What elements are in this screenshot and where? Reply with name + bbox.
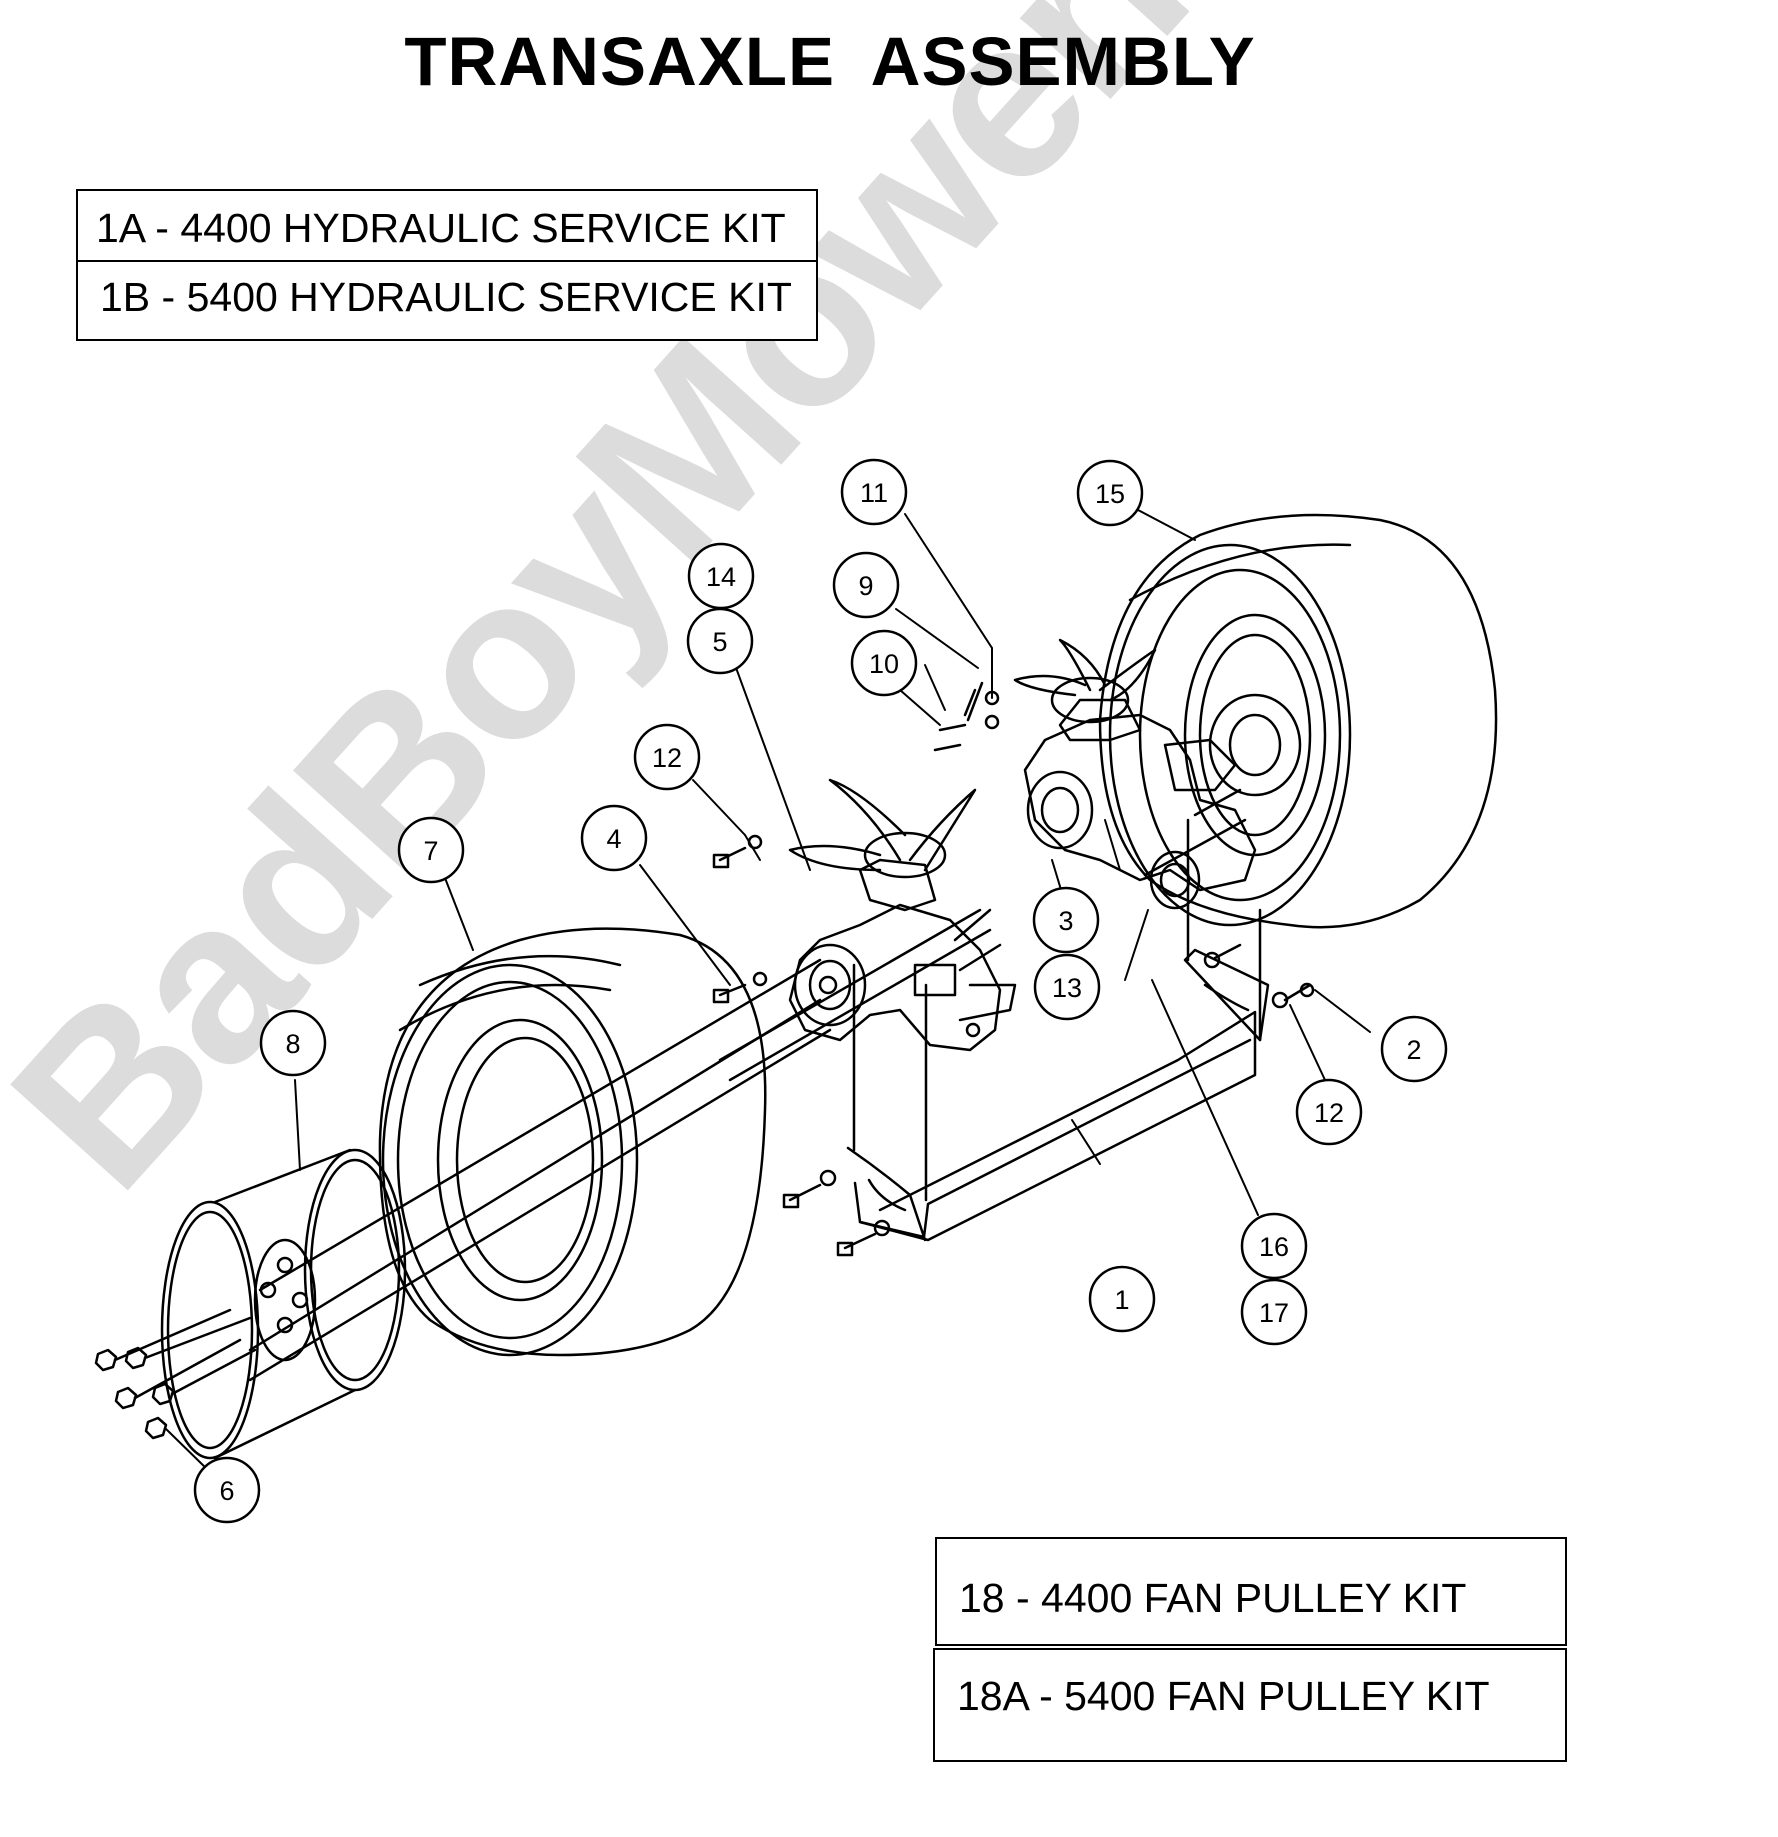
callout-5: 5 (686, 607, 754, 675)
callout-1: 1 (1088, 1265, 1156, 1333)
callout-12-left: 12 (633, 723, 701, 791)
callout-number: 13 (1052, 973, 1082, 1003)
callout-12-right: 12 (1295, 1078, 1363, 1146)
left-rim (160, 1148, 407, 1460)
callout-number: 6 (219, 1476, 234, 1506)
right-tire (1098, 513, 1498, 929)
callout-2: 2 (1380, 1015, 1448, 1083)
callout-number: 8 (285, 1029, 300, 1059)
bolts-and-washers (712, 834, 1315, 1257)
callout-number: 16 (1259, 1232, 1289, 1262)
left-transaxle (788, 778, 1017, 1052)
right-transaxle (1013, 638, 1302, 910)
callout-number: 17 (1259, 1298, 1289, 1328)
callout-16: 16 (1240, 1212, 1308, 1280)
kit-row-1a: 1A - 4400 HYDRAULIC SERVICE KIT (78, 191, 816, 262)
hydraulic-kit-table: 1A - 4400 HYDRAULIC SERVICE KIT 1B - 540… (76, 189, 818, 341)
callout-4: 4 (580, 804, 648, 872)
axle-shafts (248, 908, 992, 1382)
callout-number: 10 (869, 649, 899, 679)
callout-number: 9 (858, 571, 873, 601)
callout-number: 12 (1314, 1098, 1344, 1128)
lug-nuts (94, 1308, 257, 1440)
callout-number: 15 (1095, 479, 1125, 509)
kit-row-18a: 18A - 5400 FAN PULLEY KIT (935, 1673, 1565, 1720)
fan-pulley-kit-18a: 18A - 5400 FAN PULLEY KIT (933, 1648, 1567, 1762)
callout-10: 10 (850, 629, 918, 697)
kit-label: 18A - 5400 FAN PULLEY KIT (957, 1673, 1490, 1719)
kit-label: 1B - 5400 HYDRAULIC SERVICE KIT (100, 274, 792, 320)
linkage-rods (933, 681, 1000, 752)
kit-label: 1A - 4400 HYDRAULIC SERVICE KIT (96, 205, 786, 251)
left-tire (378, 927, 767, 1357)
kit-label: 18 - 4400 FAN PULLEY KIT (959, 1575, 1467, 1621)
axle-frame (846, 818, 1270, 1242)
callout-9: 9 (832, 551, 900, 619)
leader-lines (164, 509, 1371, 1473)
fan-pulley-kit-18: 18 - 4400 FAN PULLEY KIT (935, 1537, 1567, 1646)
callout-17: 17 (1240, 1278, 1308, 1346)
callout-number: 4 (606, 824, 621, 854)
callout-3: 3 (1032, 886, 1100, 954)
kit-row-18: 18 - 4400 FAN PULLEY KIT (937, 1575, 1565, 1622)
kit-row-1b: 1B - 5400 HYDRAULIC SERVICE KIT (78, 262, 816, 341)
page-title: TRANSAXLE ASSEMBLY (404, 23, 1256, 100)
callout-7: 7 (397, 816, 465, 884)
callout-6: 6 (193, 1456, 261, 1524)
callout-14: 14 (687, 542, 755, 610)
callout-13: 13 (1033, 953, 1101, 1021)
callout-number: 12 (652, 743, 682, 773)
callout-8: 8 (259, 1009, 327, 1077)
callout-number: 2 (1406, 1035, 1421, 1065)
callout-number: 14 (706, 562, 736, 592)
callout-15: 15 (1076, 459, 1144, 527)
callout-number: 1 (1114, 1285, 1129, 1315)
callout-number: 3 (1058, 906, 1073, 936)
callout-11: 11 (840, 458, 908, 526)
callout-number: 11 (860, 478, 888, 508)
callout-number: 7 (423, 836, 438, 866)
callout-number: 5 (712, 627, 727, 657)
